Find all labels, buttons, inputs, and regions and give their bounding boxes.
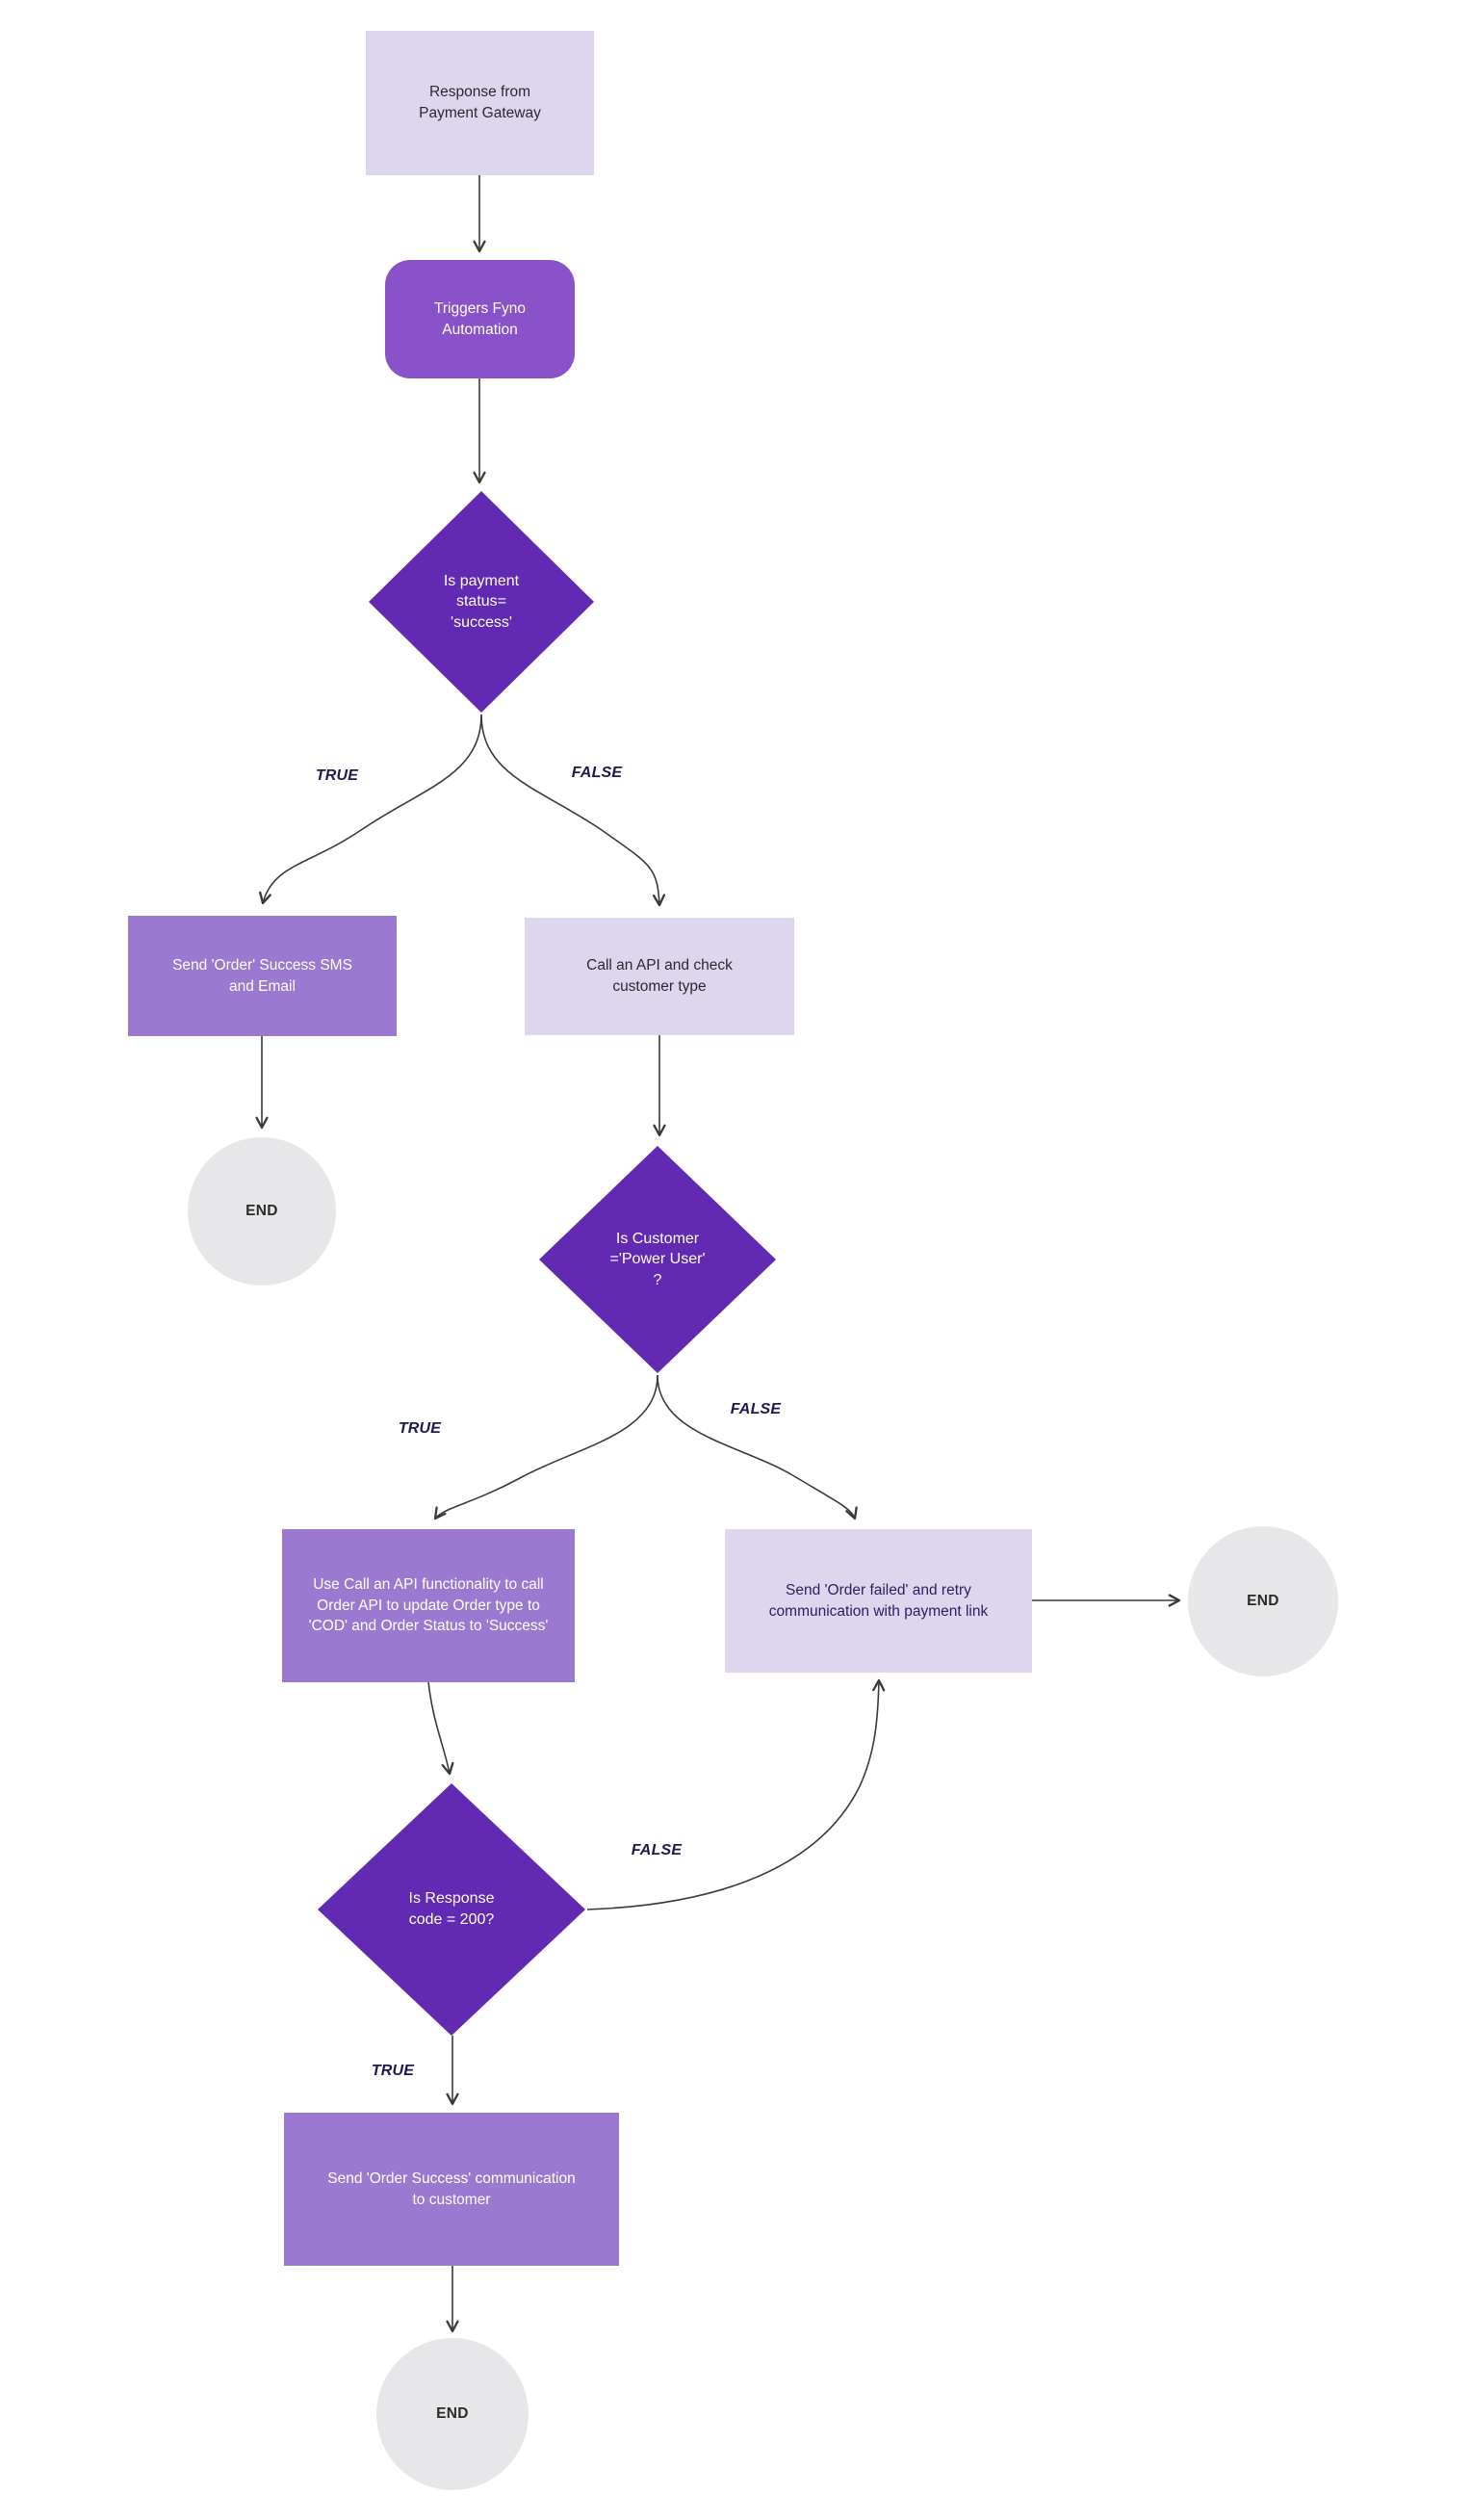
edge-response-false-to-order-failed — [586, 1678, 886, 1910]
edge-label-customer-true: TRUE — [398, 1420, 442, 1437]
edge-label-response-true: TRUE — [371, 2063, 415, 2079]
node-response-from-payment-gateway: Response from Payment Gateway — [366, 31, 594, 175]
edge-payment-false-to-call-api — [480, 714, 666, 907]
edge-label-payment-false: FALSE — [571, 765, 623, 781]
edge-label-customer-false: FALSE — [730, 1401, 782, 1417]
edge-customer-true-to-use-call-api — [433, 1374, 658, 1520]
end-node-1: END — [188, 1137, 336, 1286]
node-send-order-success-sms-email: Send 'Order' Success SMS and Email — [128, 916, 397, 1036]
edge-payment-true-to-sms — [259, 714, 482, 905]
end-node-3: END — [376, 2338, 529, 2490]
node-use-call-api-update-order: Use Call an API functionality to call Or… — [282, 1529, 575, 1682]
end-node-2: END — [1188, 1526, 1338, 1676]
node-call-api-check-customer-type: Call an API and check customer type — [525, 918, 794, 1035]
node-send-order-success-communication: Send 'Order Success' communication to cu… — [284, 2113, 619, 2266]
edge-use-call-api-to-response-check — [427, 1681, 454, 1776]
edge-label-payment-true: TRUE — [315, 767, 359, 784]
node-triggers-fyno-automation: Triggers Fyno Automation — [385, 260, 575, 378]
edge-label-response-false: FALSE — [631, 1842, 683, 1858]
node-send-order-failed-retry: Send 'Order failed' and retry communicat… — [725, 1529, 1032, 1673]
edge-customer-false-to-order-failed — [657, 1374, 858, 1520]
